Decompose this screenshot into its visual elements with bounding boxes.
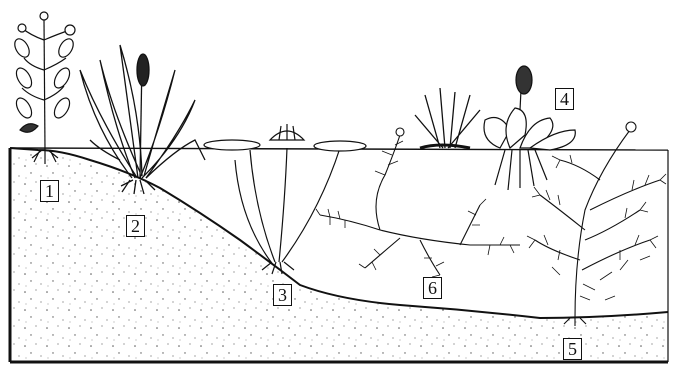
plant-number-1-label: 1 [40, 180, 59, 202]
plant-number-4-label: 4 [555, 88, 574, 110]
soil-bank [10, 148, 668, 362]
floating-rosette-plant [484, 66, 575, 190]
emergent-herb-plant [12, 12, 76, 164]
plant-number-5-label: 5 [563, 338, 582, 360]
plant-number-2-label: 2 [126, 215, 145, 237]
plant-number-3-label: 3 [273, 284, 292, 306]
submerged-bushy-plant [527, 122, 666, 326]
plant-number-6-label: 6 [423, 277, 442, 299]
grass-tuft [415, 88, 480, 148]
